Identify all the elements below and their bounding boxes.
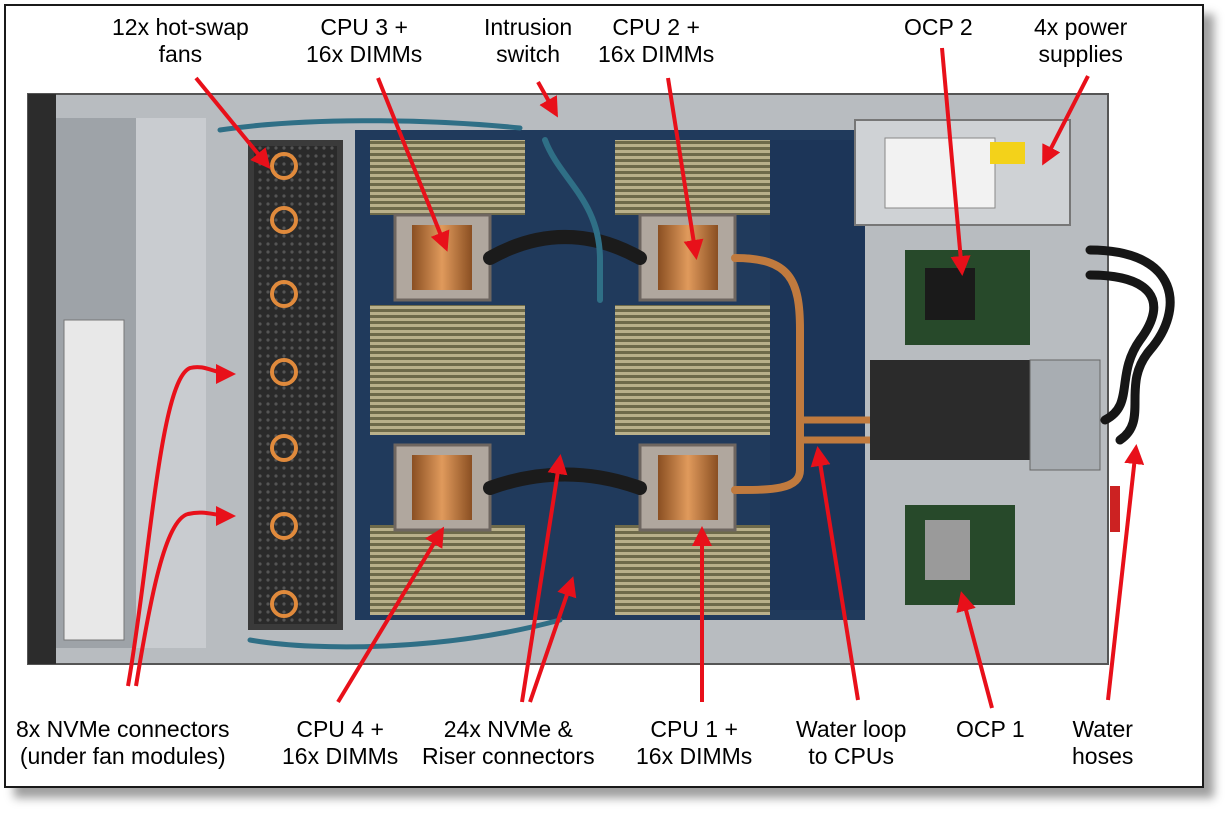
label-water-loop-line1: Water loop (796, 716, 907, 742)
label-cpu1-line2: 16x DIMMs (636, 743, 753, 769)
arrow-ocp2 (940, 47, 971, 276)
label-psu: 4x power supplies (1034, 14, 1127, 68)
label-water-loop: Water loop to CPUs (796, 716, 906, 770)
label-cpu2-line2: 16x DIMMs (598, 41, 715, 67)
label-ocp2-line1: OCP 2 (904, 14, 973, 40)
label-water-hoses-line1: Water (1072, 716, 1133, 742)
dimm-banks (370, 140, 770, 615)
label-nvme24: 24x NVMe & Riser connectors (422, 716, 595, 770)
label-intrusion-line2: switch (496, 41, 561, 67)
label-cpu2-line1: CPU 2 + (612, 14, 700, 40)
label-water-hoses: Water hoses (1072, 716, 1133, 770)
arrow-ocp1 (956, 591, 994, 709)
label-fans: 12x hot-swap fans (112, 14, 249, 68)
fan-modules (248, 140, 343, 630)
label-intrusion: Intrusion switch (484, 14, 572, 68)
arrow-nvme24-left (520, 454, 568, 703)
label-nvme8-line1: 8x NVMe connectors (16, 716, 230, 742)
label-cpu3-line2: 16x DIMMs (306, 41, 423, 67)
label-cpu4-line1: CPU 4 + (296, 716, 384, 742)
label-nvme8: 8x NVMe connectors (under fan modules) (16, 716, 229, 770)
water-hoses (1085, 245, 1175, 445)
arrow-fans (194, 76, 271, 170)
label-fans-line1: 12x hot-swap (112, 14, 249, 40)
label-psu-line1: 4x power (1034, 14, 1128, 40)
label-water-loop-line2: to CPUs (808, 743, 894, 769)
label-cpu4: CPU 4 + 16x DIMMs (282, 716, 398, 770)
label-nvme8-line2: (under fan modules) (19, 743, 226, 769)
label-water-hoses-line2: hoses (1072, 743, 1134, 769)
label-cpu1: CPU 1 + 16x DIMMs (636, 716, 752, 770)
label-ocp1-line1: OCP 1 (956, 716, 1025, 742)
label-cpu2: CPU 2 + 16x DIMMs (598, 14, 714, 68)
arrow-nvme24-right (528, 576, 577, 703)
arrow-water-hoses (1106, 444, 1145, 701)
arrow-nvme8-upper (126, 363, 236, 687)
label-nvme24-line2: Riser connectors (422, 743, 595, 769)
callout-arrows (126, 47, 1145, 709)
power-supplies (854, 119, 1071, 226)
label-ocp1: OCP 1 (956, 716, 1025, 743)
hose-connector (1110, 486, 1120, 532)
label-cpu3: CPU 3 + 16x DIMMs (306, 14, 422, 68)
arrow-nvme8-lower (134, 505, 236, 687)
arrow-intrusion (536, 81, 558, 118)
label-cpu3-line1: CPU 3 + (320, 14, 408, 40)
arrow-psu (1042, 75, 1090, 166)
riser-area (870, 359, 1101, 471)
label-nvme24-line1: 24x NVMe & (443, 716, 573, 742)
label-cpu1-line1: CPU 1 + (650, 716, 738, 742)
label-intrusion-line1: Intrusion (484, 14, 573, 40)
arrow-cpu2 (666, 77, 704, 260)
label-cpu4-line2: 16x DIMMs (282, 743, 399, 769)
label-ocp2: OCP 2 (904, 14, 973, 41)
arrow-cpu4 (336, 526, 445, 704)
label-fans-line2: fans (158, 41, 203, 67)
arrow-water-loop (810, 446, 860, 701)
label-psu-line2: supplies (1038, 41, 1123, 67)
arrow-cpu3 (376, 77, 450, 252)
